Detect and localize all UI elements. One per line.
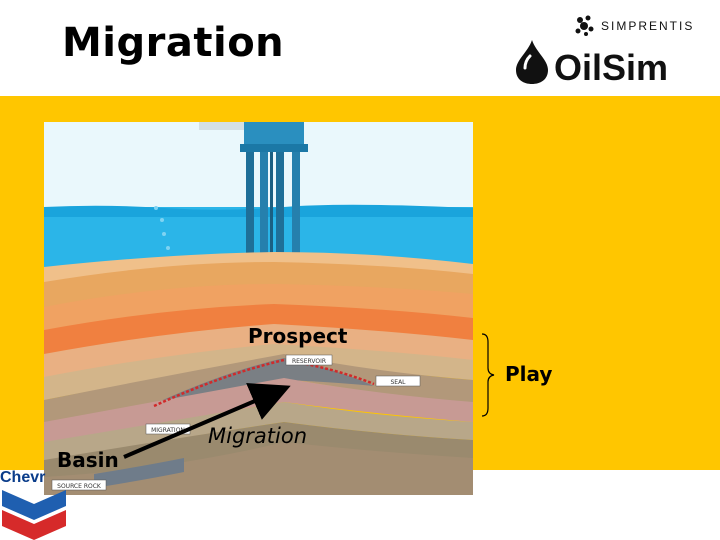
basin-label: Basin — [57, 448, 119, 472]
play-brace-icon — [481, 333, 495, 417]
seal-tag: SEAL — [390, 379, 406, 386]
reservoir-tag: RESERVOIR — [292, 358, 326, 365]
chevron-text: Chevr — [0, 469, 45, 486]
simprentis-mark-icon — [575, 15, 594, 36]
migration-label: Migration — [208, 424, 308, 448]
chevron-blue-icon — [2, 490, 66, 520]
chevron-logo: Chevr — [0, 469, 66, 540]
chevron-red-icon — [2, 510, 66, 540]
slide-title: Migration — [62, 20, 285, 66]
reservoir-layer — [154, 358, 374, 416]
oilsim-logo: SIMPRENTIS OilSim — [516, 15, 694, 86]
prospect-label: Prospect — [248, 324, 348, 348]
oil-drop-icon — [516, 40, 548, 84]
source-rock-tag: SOURCE ROCK — [57, 483, 102, 490]
geology-cross-section: RESERVOIR SEAL MIGRATION SOURCE ROCK — [44, 122, 473, 495]
play-label: Play — [505, 362, 553, 386]
migration-tag: MIGRATION — [151, 427, 185, 434]
oil-platform-icon — [199, 122, 308, 302]
arrow-line — [123, 383, 291, 459]
oilsim-text: OilSim — [554, 47, 668, 86]
oil-trap-line — [153, 358, 375, 408]
simprentis-text: SIMPRENTIS — [601, 19, 694, 33]
slide-header — [0, 0, 720, 96]
